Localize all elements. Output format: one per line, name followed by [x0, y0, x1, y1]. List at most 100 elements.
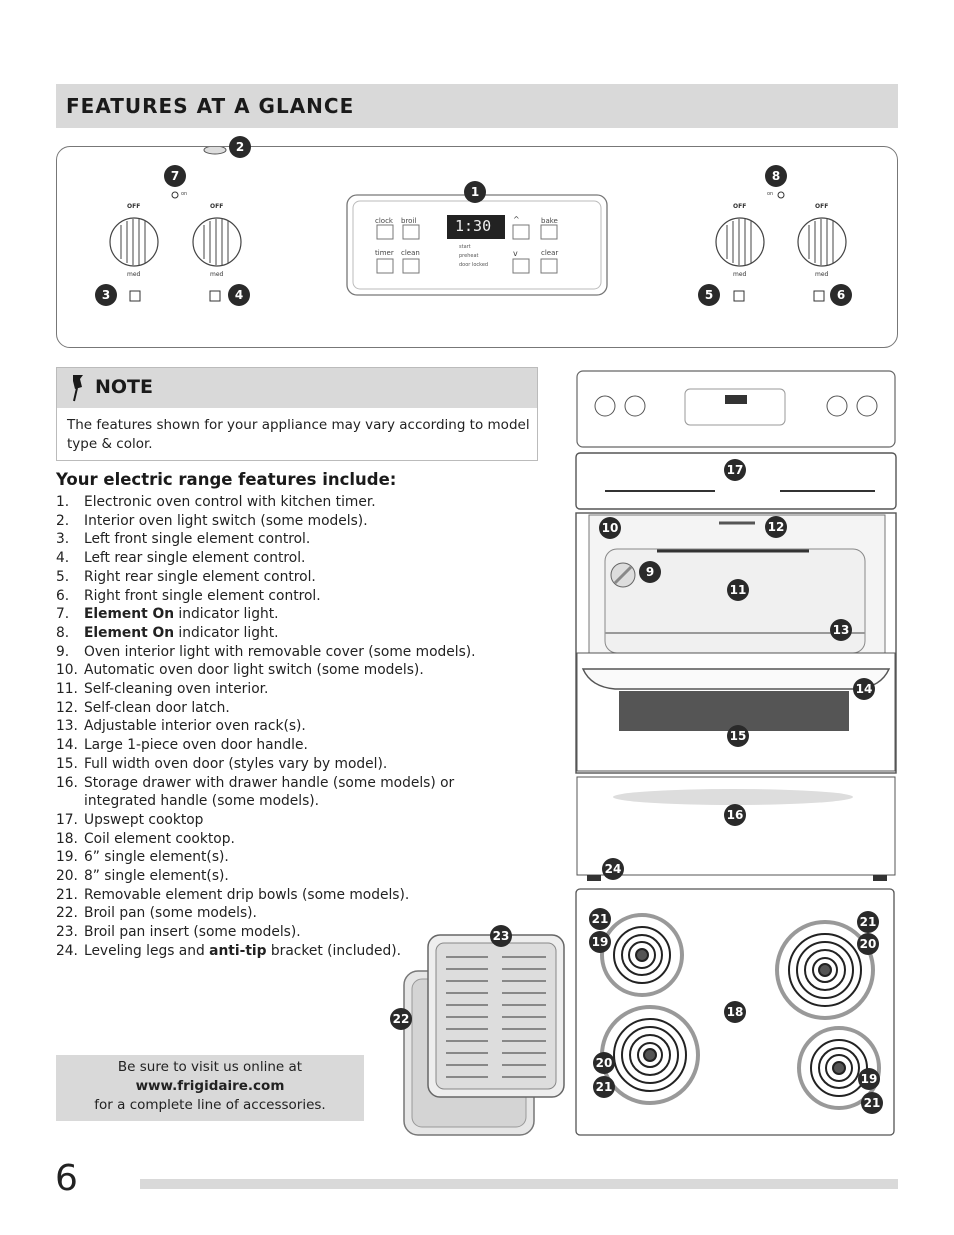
feature-item: 16.Storage drawer with drawer handle (so… — [56, 774, 476, 811]
feature-bold-text: Element On — [84, 624, 175, 641]
knob-med-label: med — [733, 271, 747, 278]
callout-2: 2 — [229, 136, 251, 158]
feature-number: 4. — [56, 550, 70, 567]
feature-number: 21. — [56, 886, 78, 903]
pushpin-icon — [73, 375, 83, 402]
clear-label: clear — [541, 249, 559, 257]
feature-text: 6” single element(s). — [84, 849, 229, 866]
clock-label: clock — [375, 217, 393, 225]
callout-19: 19 — [589, 931, 611, 953]
feature-text: Upswept cooktop — [84, 811, 204, 828]
callout-8: 8 — [765, 165, 787, 187]
knob-off-label: OFF — [815, 203, 829, 210]
feature-bold-text: Element On — [84, 606, 175, 623]
features-heading: Your electric range features include: — [56, 470, 397, 489]
feature-number: 16. — [56, 774, 78, 791]
callout-4: 4 — [228, 284, 250, 306]
feature-item: 11.Self-cleaning oven interior. — [56, 680, 476, 699]
callout-13: 13 — [830, 619, 852, 641]
feature-item: 2. Interior oven light switch (some model… — [56, 512, 476, 531]
visit-online-box: Be sure to visit us online at www.frigid… — [56, 1055, 364, 1121]
status-door-locked: door locked — [459, 262, 489, 268]
feature-text: Left rear single element control. — [84, 550, 306, 567]
feature-item: 23.Broil pan insert (some models). — [56, 923, 476, 942]
feature-text: Automatic oven door light switch (some m… — [84, 662, 424, 679]
knob-med-label: med — [815, 271, 829, 278]
range-drawing — [575, 370, 897, 881]
knob-off-label: OFF — [210, 203, 224, 210]
feature-item: 18.Coil element cooktop. — [56, 830, 476, 849]
oven-display: 1:30 — [455, 217, 492, 235]
feature-text: Broil pan (some models). — [84, 905, 257, 922]
feature-text: Adjustable interior oven rack(s). — [84, 718, 306, 735]
feature-number: 8. — [56, 624, 70, 641]
status-start: start — [459, 244, 471, 250]
callout-11: 11 — [727, 579, 749, 601]
visit-line-3: for a complete line of accessories. — [94, 1097, 326, 1113]
feature-text: Electronic oven control with kitchen tim… — [84, 494, 376, 510]
cooktop-illustration: 18 19 19 20 20 21 21 21 21 — [575, 888, 895, 1138]
feature-text: Large 1-piece oven door handle. — [84, 737, 308, 754]
visit-line-1: Be sure to visit us online at — [117, 1059, 303, 1075]
timer-label: timer — [375, 249, 394, 257]
feature-item: 20.8” single element(s). — [56, 867, 476, 886]
feature-text: 8” single element(s). — [84, 868, 229, 885]
callout-20: 20 — [857, 933, 879, 955]
feature-text: Broil pan insert (some models). — [84, 924, 301, 941]
feature-number: 14. — [56, 737, 78, 754]
note-header: NOTE — [57, 368, 537, 408]
callout-19: 19 — [858, 1068, 880, 1090]
note-box: NOTE The features shown for your applian… — [56, 367, 538, 461]
feature-item: 8.Element On indicator light. — [56, 624, 476, 643]
feature-item: 5.Right rear single element control. — [56, 568, 476, 587]
feature-number: 3. — [56, 531, 70, 548]
broil-pan-illustration: 22 23 — [390, 925, 568, 1139]
broil-pan-drawing — [403, 934, 565, 1136]
footer-bar — [140, 1179, 898, 1189]
down-label: v — [513, 249, 518, 258]
feature-item: 13. Adjustable interior oven rack(s). — [56, 717, 476, 736]
feature-text: Self-cleaning oven interior. — [84, 681, 269, 698]
bake-label: bake — [541, 217, 558, 225]
feature-number: 22. — [56, 905, 78, 922]
feature-text: Left front single element control. — [84, 531, 311, 548]
feature-number: 2. — [56, 512, 70, 529]
feature-number: 6. — [56, 587, 70, 604]
feature-number: 9. — [56, 643, 70, 660]
callout-17: 17 — [724, 459, 746, 481]
callout-21: 21 — [861, 1092, 883, 1114]
knob-off-label: OFF — [733, 203, 747, 210]
feature-item: 22. Broil pan (some models). — [56, 904, 476, 923]
feature-number: 13. — [56, 718, 78, 735]
section-header-bar: FEATURES AT A GLANCE — [56, 84, 898, 128]
feature-item: 1.Electronic oven control with kitchen t… — [56, 493, 476, 512]
feature-number: 7. — [56, 606, 70, 623]
callout-15: 15 — [727, 725, 749, 747]
feature-item: 14. Large 1-piece oven door handle. — [56, 736, 476, 755]
feature-item: 21.Removable element drip bowls (some mo… — [56, 886, 476, 905]
feature-number: 10. — [56, 662, 78, 679]
website-link[interactable]: www.frigidaire.com — [135, 1078, 285, 1094]
feature-text: Interior oven light switch (some models)… — [84, 512, 368, 529]
feature-number: 18. — [56, 830, 78, 847]
callout-14: 14 — [853, 678, 875, 700]
feature-text-suffix: bracket (included). — [266, 942, 402, 959]
feature-item: 3. Left front single element control. — [56, 530, 476, 549]
on-label-right: on — [767, 191, 774, 197]
note-title: NOTE — [95, 376, 153, 398]
knob-off-label: OFF — [127, 203, 141, 210]
feature-item: 12.Self-clean door latch. — [56, 699, 476, 718]
feature-item: 10. Automatic oven door light switch (som… — [56, 661, 476, 680]
clean-label: clean — [401, 249, 420, 257]
feature-item: 19.6” single element(s). — [56, 848, 476, 867]
control-panel-illustration: 1:30 clock broil timer clean ^ bake v cl… — [56, 136, 898, 348]
callout-7: 7 — [164, 165, 186, 187]
callout-12: 12 — [765, 516, 787, 538]
feature-text: Oven interior light with removable cover… — [84, 643, 476, 660]
feature-bold-text: anti-tip — [209, 942, 267, 959]
feature-number: 24. — [56, 942, 78, 959]
on-label-left: on — [181, 191, 188, 197]
feature-item: 7.Element On indicator light. — [56, 605, 476, 624]
callout-21: 21 — [857, 911, 879, 933]
note-text: The features shown for your appliance ma… — [67, 417, 530, 452]
